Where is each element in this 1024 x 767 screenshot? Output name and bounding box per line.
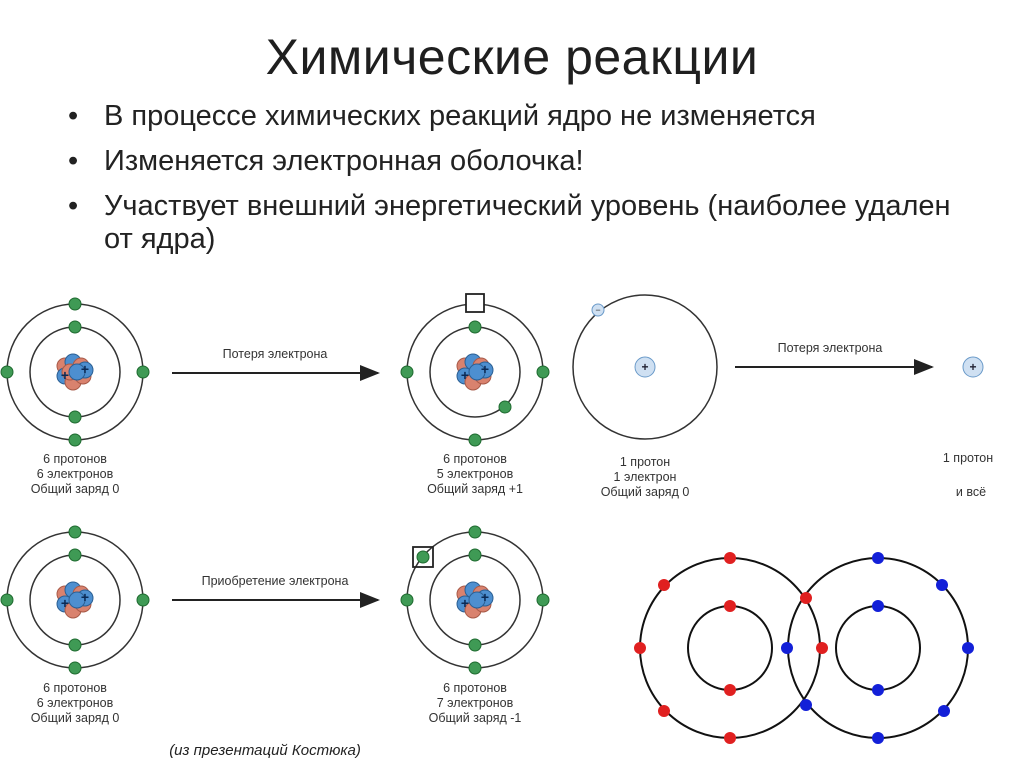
svg-text:+: + xyxy=(61,367,69,383)
hydrogen-atom: − + 1 протон 1 электрон Общий заряд 0 xyxy=(572,294,718,499)
svg-text:5 электронов: 5 электронов xyxy=(437,467,514,481)
svg-text:+: + xyxy=(641,360,648,374)
svg-text:Общий заряд 0: Общий заряд 0 xyxy=(601,485,690,499)
atom-diagram: Потеря электрона Потеря электрона Приобр… xyxy=(0,293,993,744)
bullet-icon: • xyxy=(68,145,79,177)
bullet-icon: • xyxy=(68,100,79,132)
arrow-label: Потеря электрона xyxy=(223,347,328,361)
svg-text:+: + xyxy=(81,589,89,605)
svg-text:Общий заряд -1: Общий заряд -1 xyxy=(429,711,522,725)
svg-text:1 протон: 1 протон xyxy=(620,455,670,469)
bullet-text: В процессе химических реакций ядро не из… xyxy=(104,100,816,132)
svg-text:1 электрон: 1 электрон xyxy=(614,470,677,484)
bullet-text: Изменяется электронная оболочка! xyxy=(104,145,584,177)
arrow-loss-1: Потеря электрона xyxy=(172,347,380,381)
svg-text:6 протонов: 6 протонов xyxy=(43,452,107,466)
svg-text:Общий заряд 0: Общий заряд 0 xyxy=(31,482,120,496)
added-electron-box xyxy=(412,546,434,568)
missing-electron-box xyxy=(465,293,485,313)
bullet-item: • В процессе химических реакций ядро не … xyxy=(64,100,964,133)
svg-text:6 протонов: 6 протонов xyxy=(43,681,107,695)
svg-text:6 электронов: 6 электронов xyxy=(37,467,114,481)
covalent-bond-diagram xyxy=(634,552,974,744)
proton-icon xyxy=(634,356,656,378)
electron-icons xyxy=(400,525,550,675)
svg-text:Общий заряд 0: Общий заряд 0 xyxy=(31,711,120,725)
source-note: (из презентаций Костюка) xyxy=(169,742,361,759)
carbon-atom-neutral-top: + + 6 протонов 6 электронов Общий заряд … xyxy=(0,297,150,496)
bullet-text: Участвует внешний энергетический уровень… xyxy=(104,190,951,255)
electron-icons xyxy=(0,525,150,675)
electron-icons xyxy=(0,297,150,447)
svg-text:6 электронов: 6 электронов xyxy=(37,696,114,710)
svg-text:и всё: и всё xyxy=(956,485,986,499)
svg-text:+: + xyxy=(481,589,489,605)
bullet-icon: • xyxy=(68,190,79,222)
bullet-item: • Изменяется электронная оболочка! xyxy=(64,145,964,178)
bullet-list: • В процессе химических реакций ядро не … xyxy=(64,100,964,268)
svg-text:+: + xyxy=(461,367,469,383)
bullet-item: • Участвует внешний энергетический урове… xyxy=(64,190,964,256)
arrow-label: Приобретение электрона xyxy=(202,574,349,588)
nucleus: + + xyxy=(56,581,94,619)
svg-text:+: + xyxy=(969,360,976,374)
svg-text:7 электронов: 7 электронов xyxy=(437,696,514,710)
arrow-label: Потеря электрона xyxy=(778,341,883,355)
svg-text:−: − xyxy=(595,305,600,315)
hydrogen-ion: + 1 протон и всё xyxy=(943,356,993,499)
svg-text:6 протонов: 6 протонов xyxy=(443,681,507,695)
svg-text:+: + xyxy=(61,595,69,611)
carbon-atom-neutral-bottom: + + 6 протонов 6 электронов Общий заряд … xyxy=(0,525,150,725)
arrow-loss-2: Потеря электрона xyxy=(735,341,934,375)
svg-text:+: + xyxy=(461,595,469,611)
nucleus: + + xyxy=(56,353,94,391)
electron-icons xyxy=(400,320,550,447)
nucleus: + + xyxy=(456,581,494,619)
proton-icon xyxy=(962,356,984,378)
svg-text:+: + xyxy=(81,361,89,377)
slide-title: Химические реакции xyxy=(265,29,759,85)
svg-text:6 протонов: 6 протонов xyxy=(443,452,507,466)
electron-icon xyxy=(591,303,605,317)
nucleus: + + xyxy=(456,353,494,391)
carbon-ion-plus: + + 6 протонов 5 электронов Общий заряд … xyxy=(400,293,550,496)
blue-electron-icons xyxy=(781,552,974,744)
red-electron-icons xyxy=(634,552,828,744)
svg-text:1 протон: 1 протон xyxy=(943,451,993,465)
svg-text:+: + xyxy=(481,361,489,377)
svg-text:Общий заряд +1: Общий заряд +1 xyxy=(427,482,523,496)
carbon-ion-minus: + + 6 протонов 7 электронов Общий заряд … xyxy=(400,525,550,725)
arrow-gain: Приобретение электрона xyxy=(172,574,380,608)
